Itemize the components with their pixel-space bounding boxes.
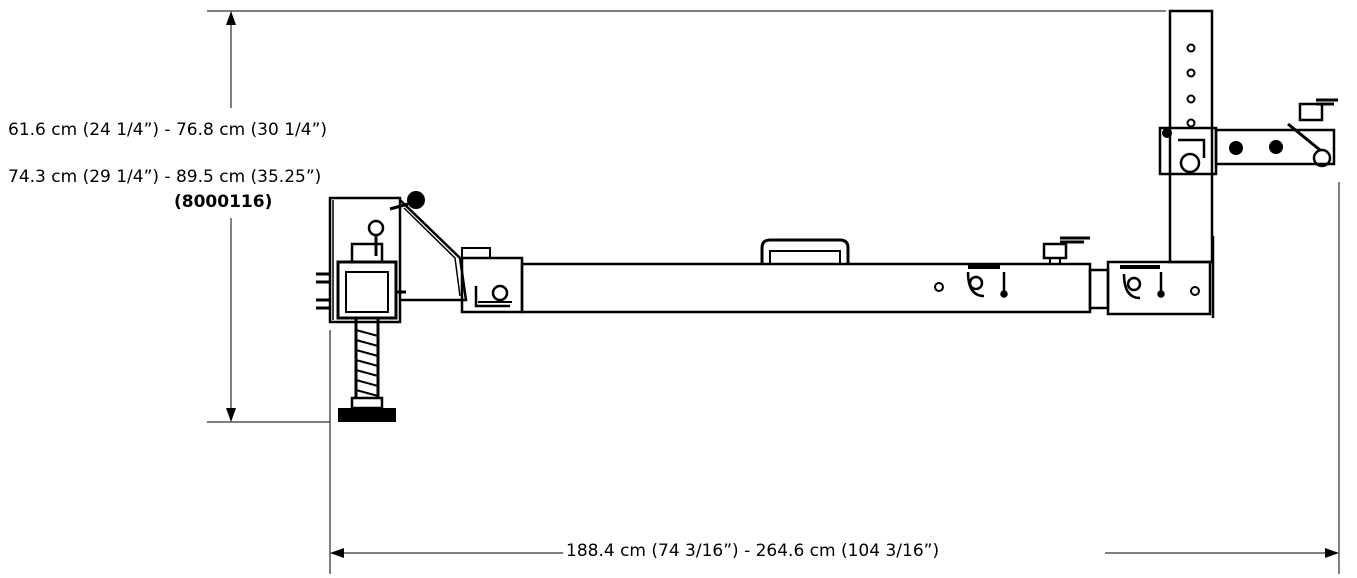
dimension-lines [207, 10, 1340, 574]
boom-coupler [1088, 268, 1110, 310]
mast-pin-assembly [1120, 265, 1165, 300]
height-range-1-label: 61.6 cm (24 1/4”) - 76.8 cm (30 1/4”) [8, 120, 328, 140]
davit-arm-drawing [316, 9, 1338, 422]
upper-arm [1214, 128, 1336, 166]
model-number-label: (8000116) [174, 192, 273, 212]
length-range-label: 188.4 cm (74 3/16”) - 264.6 cm (104 3/16… [566, 541, 940, 561]
boom-pin-assembly [966, 265, 1008, 298]
screw-jack [338, 318, 396, 422]
base-plate [328, 196, 402, 324]
boom-handle [760, 238, 850, 264]
gusset [399, 199, 468, 302]
mast-base-sleeve [1106, 260, 1212, 316]
boom-clamp-knob [1042, 236, 1090, 264]
vertical-mast [1168, 9, 1214, 264]
jack-foot-pad [338, 408, 396, 422]
height-range-2-label: 74.3 cm (29 1/4”) - 89.5 cm (35.25”) [8, 167, 322, 187]
upper-arm-pulley [1287, 98, 1338, 168]
receiver-socket [460, 256, 524, 314]
receiver-pin-assembly [474, 284, 512, 308]
gusset-knob [407, 191, 425, 209]
side-clamp-knobs [316, 272, 406, 310]
